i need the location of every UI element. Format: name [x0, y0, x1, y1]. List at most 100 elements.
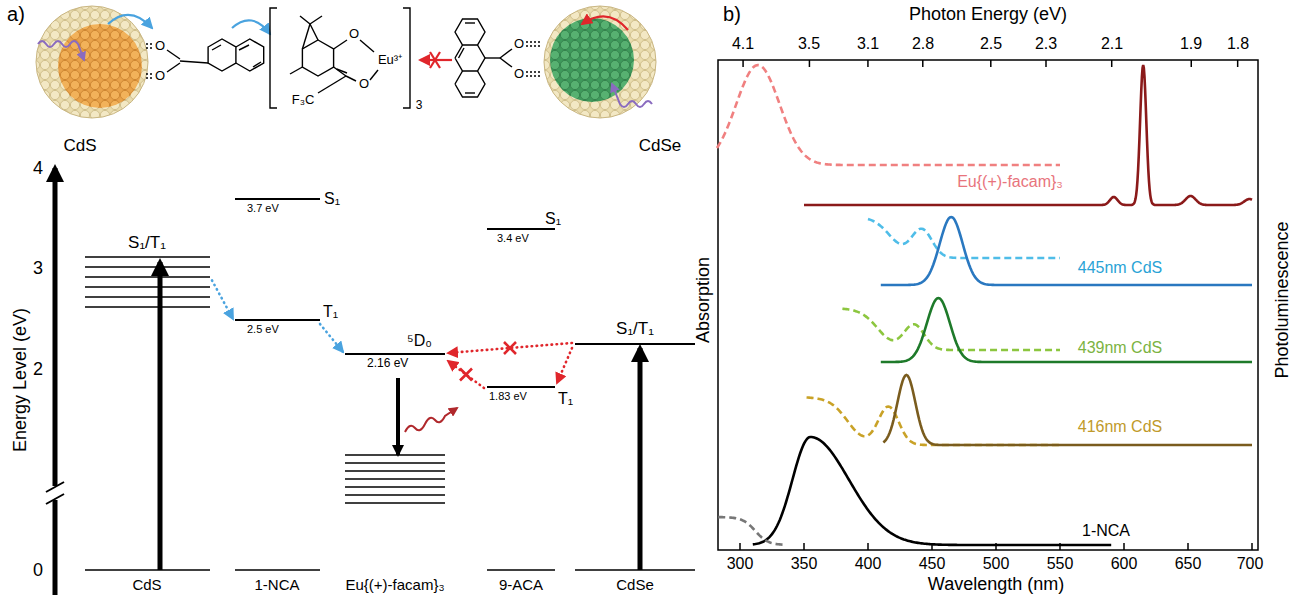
atom-label: Eu³⁺ [378, 53, 402, 68]
energy-level-lines [345, 478, 445, 480]
level-label: 3.7 eV [247, 202, 279, 215]
absorption-curve [718, 517, 785, 545]
cdse-nanocrystal [544, 6, 656, 118]
axis-tick: 2.1 [1101, 35, 1123, 53]
axis-title: Energy Level (eV) [10, 308, 31, 452]
eu-complex-structure [334, 40, 347, 49]
atom-label: O [514, 67, 524, 82]
blocked-transfer-arrow [430, 52, 440, 68]
curve-label: 1-NCA [1082, 522, 1130, 540]
anthracenoate-structure [455, 19, 541, 97]
blocked-mark [504, 342, 516, 354]
emission-curve [883, 375, 1252, 445]
column-label: 9-ACA [499, 576, 543, 593]
nanocrystal-label: CdS [63, 136, 96, 156]
column-label: Eu{(+)-facam}₃ [345, 576, 444, 593]
axis-tick: 300 [727, 555, 754, 573]
eu-complex-structure [360, 40, 374, 52]
energy-level-lines [487, 569, 555, 571]
axis-tick-mark [1059, 543, 1061, 550]
atom-label: O [359, 77, 369, 92]
emission-curve [753, 437, 1111, 545]
eu-complex-structure [310, 16, 322, 24]
level-label: T₁ [323, 303, 338, 321]
naphthoate-structure [180, 61, 208, 63]
transfer-arrow [232, 20, 270, 34]
energy-level-lines [345, 454, 445, 456]
axis-tick: 3.1 [857, 35, 879, 53]
curve-label: 416nm CdS [1078, 418, 1163, 436]
axis-tick: 2.8 [912, 35, 934, 53]
excitation-arrow [160, 262, 640, 570]
energy-axis [53, 500, 58, 595]
transfer-arrow [108, 15, 152, 28]
energy-level-lines [345, 486, 445, 488]
axis-title: Photoluminescence [1272, 221, 1293, 378]
cds-nanocrystal [58, 24, 142, 108]
anthracenoate-structure [455, 19, 485, 45]
energy-level-lines [575, 569, 695, 571]
axis-tick-mark [739, 543, 741, 550]
axis-tick: 600 [1111, 555, 1138, 573]
naphthoate-structure [146, 73, 153, 74]
axis-tick: 1.9 [1180, 35, 1202, 53]
atom-label: O [155, 39, 165, 54]
energy-transfer-arrow [448, 343, 572, 353]
axis-tick-mark [990, 60, 992, 67]
anthracenoate-structure [455, 71, 485, 97]
axis-tick-mark [1251, 543, 1253, 550]
cdse-nanocrystal [612, 84, 652, 107]
energy-level: S₁/T₁ [85, 257, 210, 309]
subscript-label: 3 [416, 99, 423, 113]
axis-tick: 350 [791, 555, 818, 573]
energy-axis [53, 168, 58, 486]
energy-axis [46, 482, 64, 492]
cds-nanocrystal [38, 41, 84, 60]
cds-nanocrystal [36, 6, 148, 118]
axis-tick: 2 [33, 359, 43, 380]
level-label: 2.5 eV [247, 323, 279, 336]
naphthoate-structure [208, 39, 236, 71]
eu-complex-structure [370, 70, 378, 80]
axis-tick: 400 [855, 555, 882, 573]
atom-label: O [155, 69, 165, 84]
axis-tick: 2.3 [1035, 35, 1057, 53]
naphthoate-structure [236, 39, 264, 71]
naphthoate-structure [146, 43, 153, 44]
level-label: 3.4 eV [497, 232, 529, 245]
eu-complex-structure [318, 76, 346, 93]
cdse-nanocrystal [550, 18, 634, 102]
axis-tick-mark [1123, 543, 1125, 550]
axis-tick: 2.5 [980, 35, 1002, 53]
axis-tick-mark [867, 60, 869, 67]
eu-complex-structure [337, 69, 347, 73]
curve-label: 445nm CdS [1078, 259, 1163, 277]
axis-tick-mark [1237, 60, 1239, 67]
eu-complex-structure [346, 76, 356, 81]
axis-tick: 4.1 [732, 35, 754, 53]
energy-level: 1.83 eVT₁ [487, 386, 555, 388]
absorption-curve [807, 397, 1060, 445]
axis-title: Absorption [693, 257, 714, 343]
atom-label: O [514, 37, 524, 52]
eu-complex-structure [302, 24, 310, 49]
axis-tick-mark [1187, 543, 1189, 550]
panel-label: b) [723, 3, 741, 26]
naphthoate-structure [146, 77, 153, 78]
cds-nanocrystal [36, 6, 148, 118]
emission-arrow [398, 378, 457, 455]
eu-complex-structure [310, 24, 318, 40]
naphthoate-structure [167, 50, 180, 59]
eu-complex-structure [403, 8, 410, 108]
energy-level: S₁/T₁ [575, 343, 695, 345]
cdse-nanocrystal [550, 18, 634, 102]
blocked-transfer-arrow [420, 52, 452, 68]
emission-curve [804, 65, 1252, 205]
emission-curve [881, 217, 1252, 285]
energy-level: 3.4 eVS₁ [487, 228, 555, 230]
energy-level-lines [345, 502, 445, 504]
cdse-nanocrystal [544, 6, 656, 118]
spectra-chart [718, 60, 1258, 550]
energy-level-lines [85, 569, 210, 571]
eu-complex-structure [270, 8, 277, 108]
